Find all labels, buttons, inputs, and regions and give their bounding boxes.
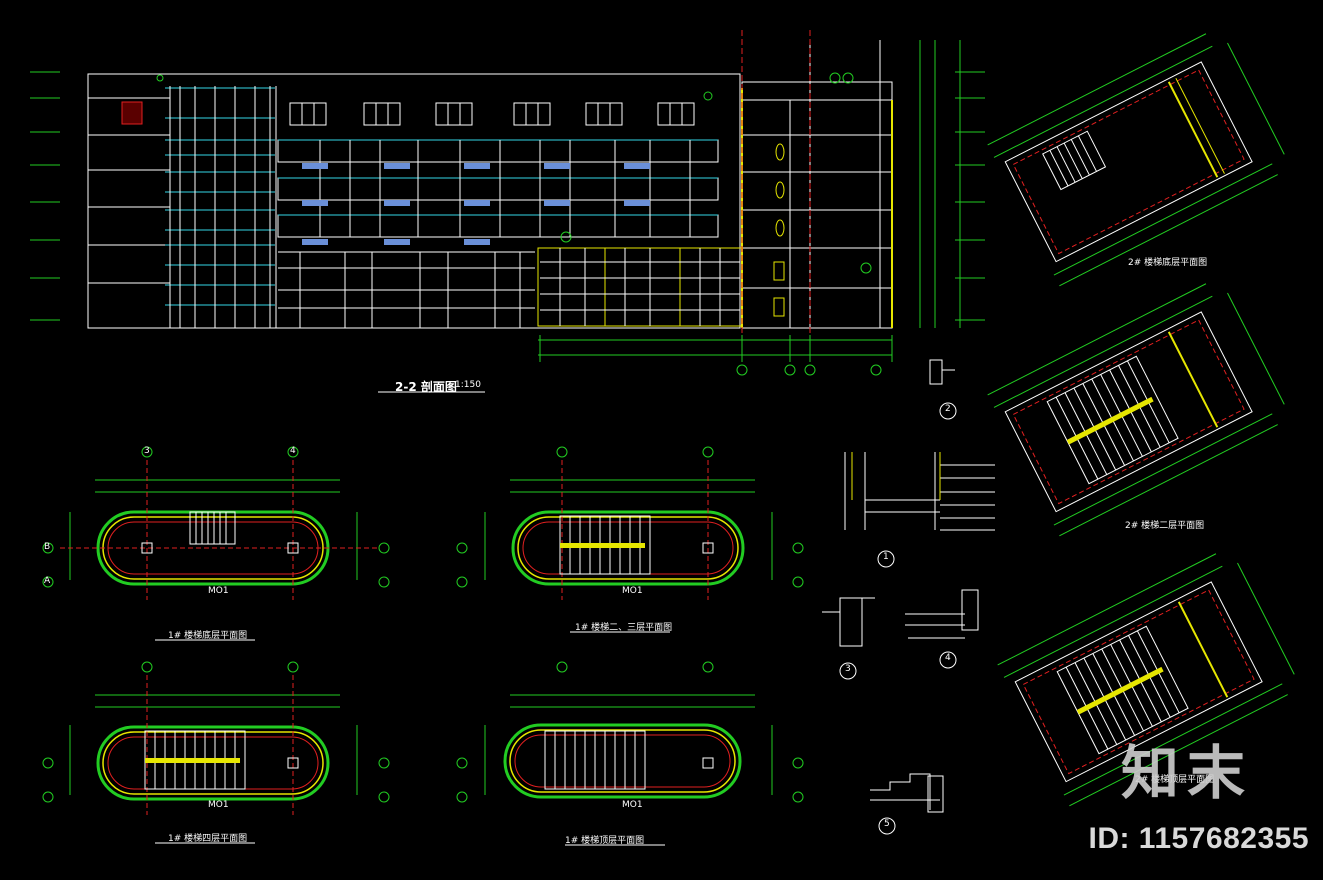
stair-2-title-2: 2# 楼梯二层平面图 [1125,521,1205,531]
plan-1-door-label: MO1 [208,586,229,596]
stair-plan-4 [456,661,804,846]
plan-2-door-label: MO1 [622,586,643,596]
watermark-id: ID: 1157682355 [1088,822,1309,855]
detail-3-number: 3 [845,664,851,674]
rotated-stair-plan-3 [997,553,1295,807]
section-elevation [30,30,985,393]
plan-3-title: 1# 楼梯四层平面图 [168,834,248,844]
plan-2-title: 1# 楼梯二、三层平面图 [575,623,673,633]
detail-4-drawing [905,589,979,669]
section-title: 2-2 剖面图 [395,380,457,394]
detail-3-drawing [822,597,875,680]
detail-2-drawing [929,359,957,420]
stair-plan-1 [42,446,390,641]
grid-label-a: A [44,576,51,586]
detail-4-number: 4 [945,653,951,663]
plan-4-title: 1# 楼梯顶层平面图 [565,836,645,846]
stair-2-title-3: 2# 楼梯顶层平面图 [1135,775,1215,785]
detail-5-number: 5 [884,819,890,829]
stair-plan-2 [456,446,804,633]
detail-1-drawing [844,452,995,568]
section-scale: 1:150 [455,380,481,390]
detail-2-number: 2 [945,404,951,414]
rotated-stair-plan-1 [987,33,1285,287]
grid-label-4: 4 [290,446,296,456]
plan-4-door-label: MO1 [622,800,643,810]
plan-1-title: 1# 楼梯底层平面图 [168,631,248,641]
watermark-logo: 知末 [1120,739,1253,807]
detail-5-drawing [870,773,944,835]
plan-3-door-label: MO1 [208,800,229,810]
detail-1-number: 1 [883,552,889,562]
grid-label-3: 3 [144,446,150,456]
stair-plan-3 [42,661,390,844]
rotated-stair-plan-2 [987,283,1285,537]
stair-2-title-1: 2# 楼梯底层平面图 [1128,258,1208,268]
grid-label-b: B [44,542,51,552]
